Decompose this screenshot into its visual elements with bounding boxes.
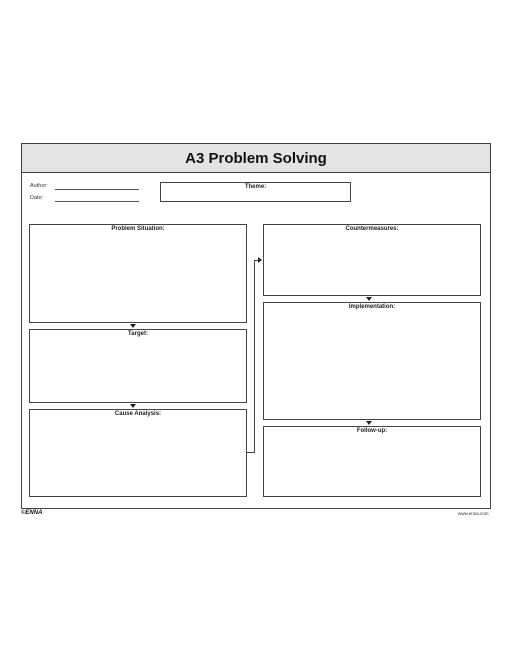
implementation-label: Implementation: — [348, 304, 396, 310]
date-field[interactable] — [55, 201, 139, 202]
target-label: Target: — [128, 331, 148, 337]
cause-analysis-label: Cause Analysis: — [114, 411, 162, 417]
arrow-right-icon — [258, 257, 262, 263]
problem-situation-label: Problem Situation: — [111, 226, 165, 232]
implementation-box[interactable]: Implementation: — [263, 302, 481, 420]
website-text: www.enna.com — [458, 511, 489, 516]
date-label: Date: — [30, 195, 44, 201]
problem-situation-box[interactable]: Problem Situation: — [29, 224, 247, 323]
arrow-down-icon — [130, 404, 136, 408]
author-field[interactable] — [55, 189, 139, 190]
follow-up-box[interactable]: Follow-up: — [263, 426, 481, 497]
connector-line — [254, 260, 259, 261]
author-label: Author: — [30, 183, 48, 189]
arrow-down-icon — [366, 297, 372, 301]
title-bar: A3 Problem Solving — [21, 143, 491, 173]
cause-analysis-box[interactable]: Cause Analysis: — [29, 409, 247, 497]
theme-label: Theme: — [244, 184, 267, 190]
connector-line — [254, 260, 255, 453]
countermeasures-box[interactable]: Countermeasures: — [263, 224, 481, 296]
follow-up-label: Follow-up: — [356, 428, 388, 434]
enna-logo: ©ENNA — [21, 510, 43, 516]
theme-field[interactable]: Theme: — [160, 182, 351, 202]
arrow-down-icon — [130, 324, 136, 328]
arrow-down-icon — [366, 421, 372, 425]
target-box[interactable]: Target: — [29, 329, 247, 403]
countermeasures-label: Countermeasures: — [345, 226, 399, 232]
page-title: A3 Problem Solving — [185, 149, 327, 167]
connector-line — [247, 452, 254, 453]
